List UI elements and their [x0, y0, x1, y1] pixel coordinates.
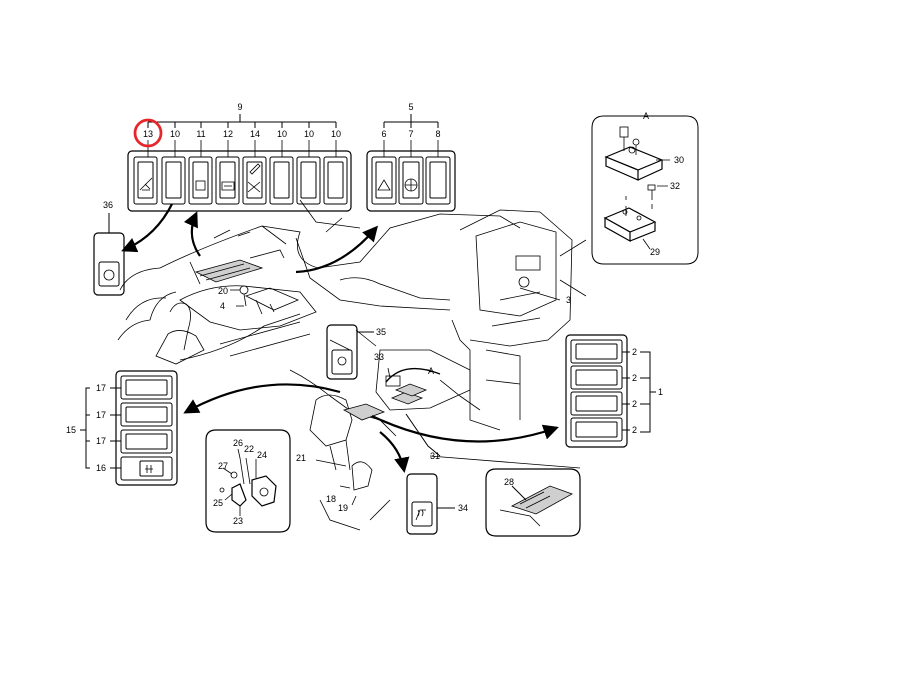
callout-10: 10: [331, 129, 341, 139]
detail-21: [205, 429, 291, 533]
callout-26: 26: [233, 438, 243, 448]
callout-33: 33: [374, 352, 384, 362]
callout-5: 5: [408, 102, 413, 112]
callout-2: 2: [632, 347, 637, 357]
detail-view-a: [591, 115, 699, 265]
callout-21: 21: [296, 453, 306, 463]
callout-32: 32: [670, 181, 680, 191]
callout-2: 2: [632, 373, 637, 383]
switch-panel-1: [565, 334, 656, 448]
callout-1: 1: [658, 387, 663, 397]
switch-34: [406, 473, 455, 535]
callout-2: 2: [632, 399, 637, 409]
callout-14: 14: [250, 129, 260, 139]
callout-17: 17: [96, 410, 106, 420]
switch-35: [326, 324, 374, 380]
callout-11: 11: [196, 129, 205, 139]
switch-36: [93, 213, 125, 296]
view-a-label: A: [428, 366, 434, 376]
callout-29: 29: [650, 247, 660, 257]
callout-2: 2: [632, 425, 637, 435]
washer-symbol-icon: [377, 179, 391, 191]
callout-10: 10: [170, 129, 180, 139]
callout-27: 27: [218, 461, 228, 471]
callout-7: 7: [408, 129, 413, 139]
callout-10: 10: [277, 129, 287, 139]
callout-30: 30: [674, 155, 684, 165]
callout-22: 22: [244, 444, 254, 454]
callout-3: 3: [566, 295, 571, 305]
callout-17: 17: [96, 383, 106, 393]
wiper-symbol-icon: [139, 177, 153, 191]
fan-symbol-icon: [221, 181, 235, 191]
callout-34: 34: [458, 503, 468, 513]
cab-interior-illustration: [117, 199, 587, 531]
scissor-symbol-icon: [247, 181, 261, 193]
callout-35: 35: [376, 327, 386, 337]
detail-a-label: A: [643, 111, 649, 121]
callout-24: 24: [257, 450, 267, 460]
callout-9: 9: [237, 102, 242, 112]
seat-heater-icon: [415, 509, 426, 521]
light-symbol-icon: [195, 180, 206, 191]
callout-36: 36: [103, 200, 113, 210]
arrows: [121, 203, 559, 474]
callout-31: 31: [430, 451, 440, 461]
callout-labels: 9 13 10 11 12 14 10 10 10 5 6 7 8 36 A 3…: [66, 102, 684, 526]
callout-25: 25: [213, 498, 223, 508]
callout-23: 23: [233, 516, 243, 526]
switch-panel-15: [80, 370, 178, 486]
callout-28: 28: [504, 477, 514, 487]
callout-10: 10: [304, 129, 314, 139]
callout-16: 16: [96, 463, 106, 473]
switch-panel-5: [366, 114, 456, 212]
callout-6: 6: [381, 129, 386, 139]
callout-4: 4: [220, 301, 225, 311]
callout-19: 19: [338, 503, 348, 513]
switch-panel-9: [127, 114, 352, 212]
callout-20: 20: [218, 286, 228, 296]
pen-symbol-icon: [249, 163, 261, 175]
callout-15: 15: [66, 425, 76, 435]
leader-lines: [230, 287, 581, 506]
callout-13: 13: [143, 129, 153, 139]
callout-12: 12: [223, 129, 233, 139]
detail-28: [485, 468, 581, 537]
callout-17: 17: [96, 436, 106, 446]
lamp-symbol-icon: [145, 465, 153, 473]
callout-8: 8: [435, 129, 440, 139]
callout-18: 18: [326, 494, 336, 504]
highlight-circle: [133, 118, 163, 148]
